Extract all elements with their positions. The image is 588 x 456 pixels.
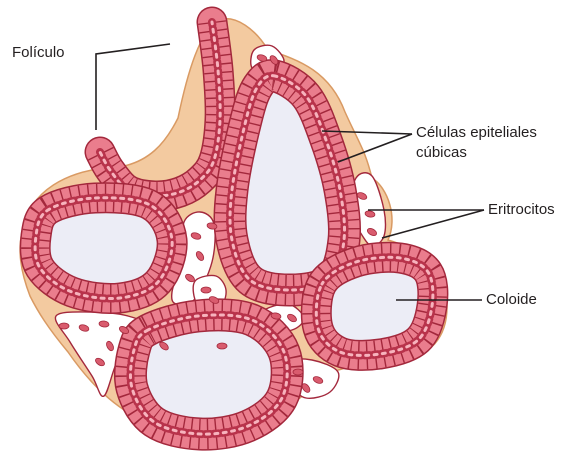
label-celulas-epiteliales: Células epiteliales [416,124,537,142]
erythrocyte-9 [59,323,69,329]
erythrocyte-23 [217,343,227,349]
follicle-left [35,198,172,299]
eritrocitos-leader-line-2 [382,210,484,238]
erythrocyte-15 [293,369,303,375]
erythrocyte-11 [99,320,110,327]
follicle-bottom [130,315,287,434]
label-cubicas: cúbicas [416,144,467,162]
label-eritrocitos: Eritrocitos [488,201,555,219]
label-foliculo: Folículo [12,44,65,62]
foliculo-leader-line [96,44,170,130]
erythrocyte-7 [201,287,211,293]
follicle-right [316,257,433,355]
label-coloide: Coloide [486,291,537,309]
follicle-upper-center [230,76,345,290]
